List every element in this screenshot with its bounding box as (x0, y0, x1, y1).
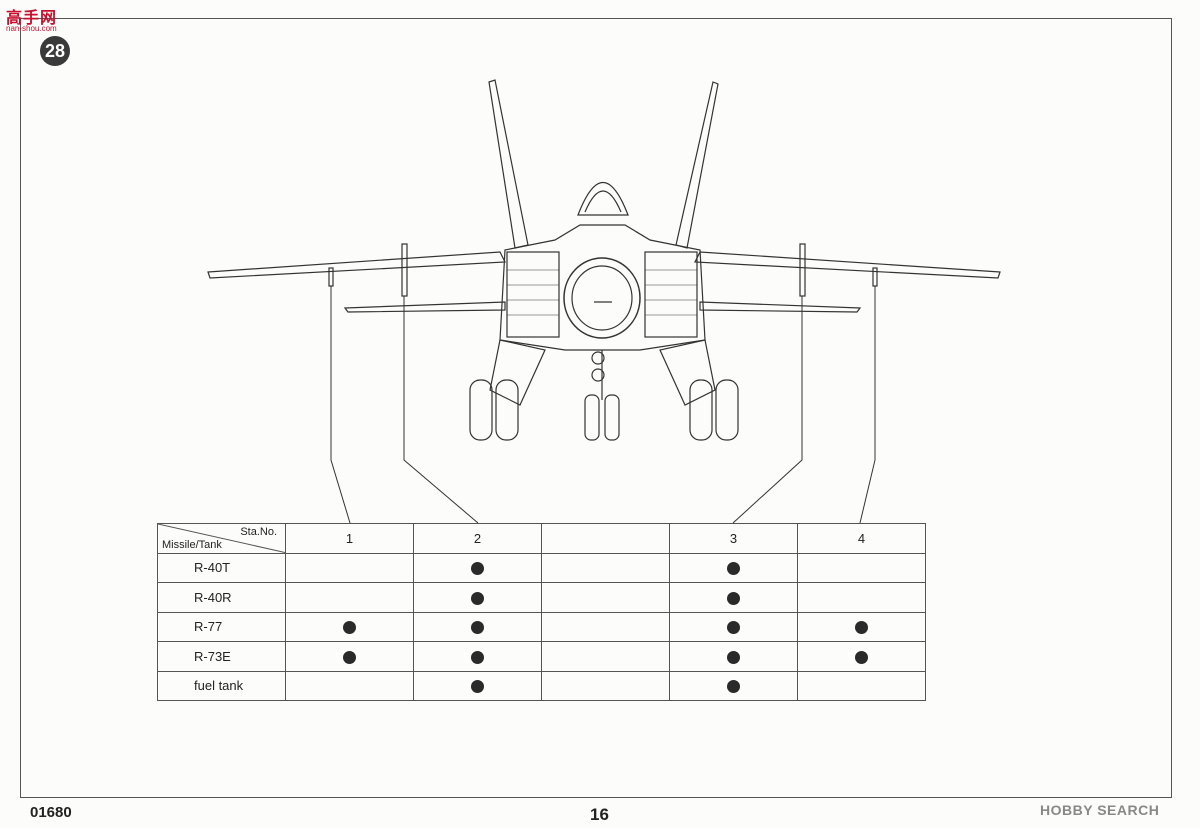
leader-line-3 (732, 296, 803, 524)
station-cell (541, 611, 670, 642)
step-number-badge: 28 (40, 36, 70, 66)
right-main-gear (689, 379, 739, 441)
station-header (541, 523, 670, 554)
station-cell (797, 641, 926, 672)
fuselage (499, 224, 706, 351)
watermark: HOBBY SEARCH (1040, 802, 1160, 818)
left-wing (207, 251, 506, 279)
station-header: 1 (285, 523, 414, 554)
leader-line-4 (859, 286, 876, 524)
station-cell (413, 552, 542, 583)
station-cell (669, 611, 798, 642)
table-row: R-40R (157, 582, 926, 613)
compatible-dot-icon (471, 650, 484, 664)
site-logo-url: nan-shou.com (6, 24, 57, 33)
right-stabilizer (699, 301, 862, 313)
station-cell (413, 582, 542, 613)
station-cell (541, 641, 670, 672)
pylon-3 (799, 243, 806, 297)
pylon-4 (872, 267, 878, 287)
page-frame (20, 18, 1172, 798)
right-intake (644, 251, 698, 338)
station-cell (669, 552, 798, 583)
compatible-dot-icon (727, 621, 740, 635)
weapon-label: R-73E (157, 641, 286, 672)
compatible-dot-icon (343, 650, 356, 664)
left-main-gear (469, 379, 519, 441)
station-cell (541, 670, 670, 701)
nose-radome (563, 257, 641, 339)
table-row: R-77 (157, 611, 926, 642)
left-stabilizer (343, 301, 506, 313)
compatible-dot-icon (343, 621, 356, 635)
compatible-dot-icon (471, 562, 484, 576)
compatible-dot-icon (727, 680, 740, 694)
page-number: 16 (590, 805, 609, 824)
compatible-dot-icon (727, 650, 740, 664)
station-cell (541, 582, 670, 613)
station-cell (413, 611, 542, 642)
station-cell (797, 582, 926, 613)
leader-line-2 (403, 296, 479, 524)
leader-line-1 (330, 286, 351, 524)
pylon-1 (328, 267, 334, 287)
station-cell (541, 552, 670, 583)
product-code: 01680 (30, 804, 72, 821)
station-cell (797, 670, 926, 701)
station-cell (285, 552, 414, 583)
station-header: 2 (413, 523, 542, 554)
station-cell (669, 670, 798, 701)
weapon-label: R-40R (157, 582, 286, 613)
table-corner-cell: Sta.No. Missile/Tank (157, 523, 286, 554)
table-row: R-40T (157, 552, 926, 583)
right-vertical-tail (675, 81, 719, 249)
compatible-dot-icon (855, 621, 868, 635)
pylon-2 (401, 243, 408, 297)
station-cell (413, 641, 542, 672)
site-logo-text: 高手网 (6, 8, 58, 27)
station-cell (285, 582, 414, 613)
station-cell (285, 641, 414, 672)
left-vertical-tail (488, 79, 529, 249)
station-cell (285, 611, 414, 642)
canopy (577, 182, 629, 216)
weapon-label: R-40T (157, 552, 286, 583)
compatible-dot-icon (727, 562, 740, 576)
station-cell (413, 670, 542, 701)
station-cell (285, 670, 414, 701)
station-cell (797, 611, 926, 642)
right-wing (694, 251, 1001, 279)
nose-gear (584, 350, 620, 441)
station-header: 3 (669, 523, 798, 554)
compatible-dot-icon (727, 591, 740, 605)
station-cell (669, 641, 798, 672)
station-cell (669, 582, 798, 613)
compatible-dot-icon (471, 680, 484, 694)
missile-tank-header: Missile/Tank (162, 538, 222, 551)
table-row: fuel tank (157, 670, 926, 701)
compatible-dot-icon (855, 650, 868, 664)
compatible-dot-icon (471, 621, 484, 635)
station-number-header: Sta.No. (240, 526, 277, 538)
compatible-dot-icon (471, 591, 484, 605)
table-row: R-73E (157, 641, 926, 672)
station-cell (797, 552, 926, 583)
left-intake (506, 251, 560, 338)
weapon-label: R-77 (157, 611, 286, 642)
weapon-label: fuel tank (157, 670, 286, 701)
station-header: 4 (797, 523, 926, 554)
